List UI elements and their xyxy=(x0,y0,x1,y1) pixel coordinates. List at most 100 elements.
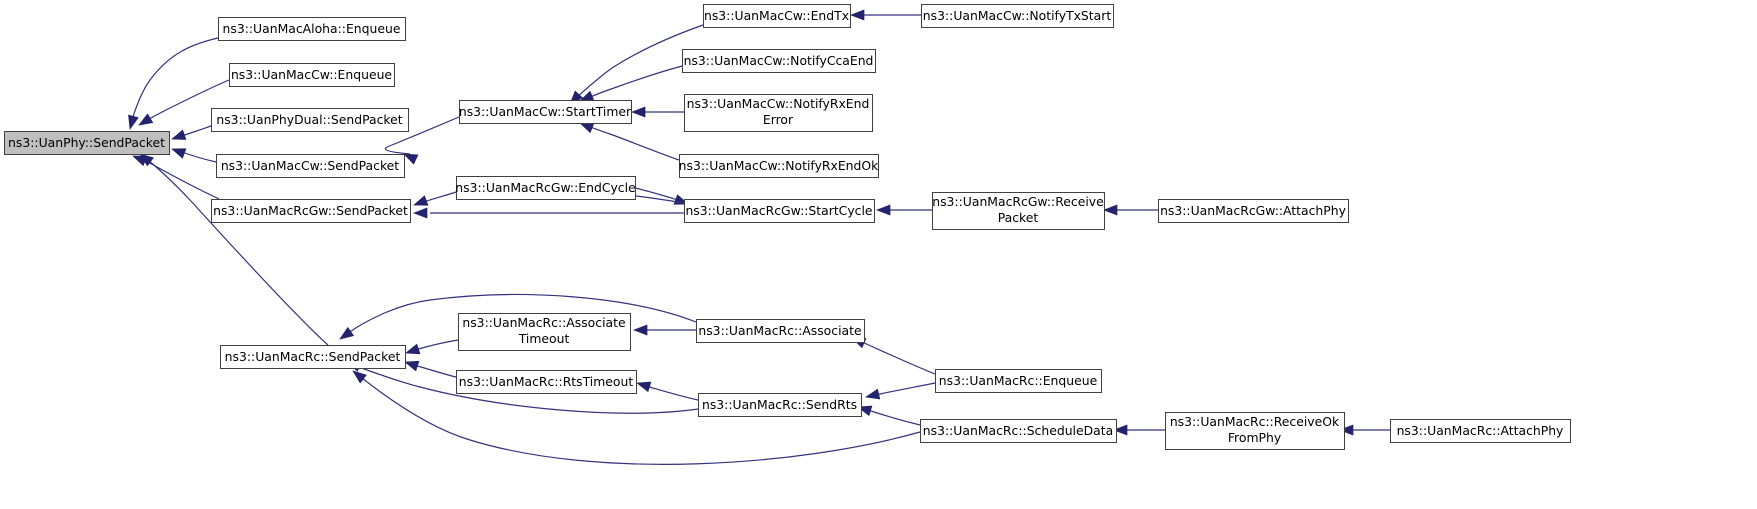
node-label: ns3::UanMacRc::SendRts xyxy=(702,397,857,412)
node-box[interactable] xyxy=(1390,419,1571,443)
edge-line xyxy=(131,37,219,121)
edge-line xyxy=(587,65,683,99)
edge-arrowhead-icon xyxy=(404,360,420,372)
graph-node[interactable]: ns3::UanMacRcGw::AttachPhy xyxy=(1158,199,1349,223)
node-box[interactable] xyxy=(921,4,1114,28)
edge-line xyxy=(587,125,680,161)
node-label-line2: Error xyxy=(763,112,794,127)
node-label-line2: FromPhy xyxy=(1228,430,1281,445)
node-box[interactable] xyxy=(211,199,411,223)
node-box[interactable] xyxy=(935,369,1102,393)
graph-edge xyxy=(634,187,689,205)
node-box[interactable] xyxy=(216,154,405,178)
graph-node[interactable]: ns3::UanMacRc::ScheduleData xyxy=(920,419,1117,443)
node-label: ns3::UanMacRcGw::EndCycle xyxy=(455,180,635,195)
edge-arrowhead-icon xyxy=(352,370,367,384)
graph-edge xyxy=(865,382,936,400)
graph-node[interactable]: ns3::UanPhyDual::SendPacket xyxy=(211,108,409,132)
node-label: ns3::UanPhyDual::SendPacket xyxy=(216,112,402,127)
graph-node[interactable]: ns3::UanMacCw::Enqueue xyxy=(229,63,395,87)
graph-edge xyxy=(1113,424,1165,436)
graph-node[interactable]: ns3::UanMacRc::SendPacket xyxy=(220,345,406,369)
edge-line xyxy=(347,293,697,334)
graph-edge xyxy=(850,9,921,21)
graph-node[interactable]: ns3::UanMacCw::NotifyCcaEnd xyxy=(682,49,876,73)
node-box[interactable] xyxy=(211,108,409,132)
edge-arrowhead-icon xyxy=(339,326,355,340)
node-label: ns3::UanMacCw::SendPacket xyxy=(221,158,399,173)
node-box[interactable] xyxy=(682,49,876,73)
node-box[interactable] xyxy=(456,370,637,394)
edge-line xyxy=(645,385,699,401)
edge-arrowhead-icon xyxy=(171,148,187,159)
edge-line xyxy=(861,341,936,375)
node-label: ns3::UanMacCw::NotifyRxEndOk xyxy=(679,158,879,173)
graph-edge xyxy=(876,204,933,216)
edge-line xyxy=(414,339,459,351)
graph-node[interactable]: ns3::UanMacRcGw::EndCycle xyxy=(455,176,636,200)
graph-node[interactable]: ns3::UanMacCw::SendPacket xyxy=(216,154,405,178)
graph-node[interactable]: ns3::UanMacRc::AttachPhy xyxy=(1390,419,1571,443)
node-box[interactable] xyxy=(1165,412,1345,450)
edge-line xyxy=(384,116,460,155)
node-box[interactable] xyxy=(458,313,631,351)
edge-arrowhead-icon xyxy=(850,9,865,21)
graph-node[interactable]: ns3::UanMacRc::Associate xyxy=(696,319,865,343)
edge-line xyxy=(140,158,220,200)
node-box[interactable] xyxy=(684,199,875,223)
edge-arrowhead-icon xyxy=(171,129,187,140)
graph-node[interactable]: ns3::UanMacRc::Enqueue xyxy=(935,369,1102,393)
graph-node[interactable]: ns3::UanMacRcGw::SendPacket xyxy=(211,199,411,223)
graph-edge xyxy=(413,207,684,219)
node-box[interactable] xyxy=(932,192,1105,230)
edge-arrowhead-icon xyxy=(865,388,881,400)
node-box[interactable] xyxy=(218,17,406,41)
node-box[interactable] xyxy=(703,4,851,28)
graph-edge xyxy=(352,370,921,465)
node-box[interactable] xyxy=(684,94,873,132)
node-box[interactable] xyxy=(1158,199,1349,223)
node-box[interactable] xyxy=(920,419,1117,443)
node-box[interactable] xyxy=(696,319,865,343)
node-box[interactable] xyxy=(456,176,636,200)
graph-edge xyxy=(579,122,680,161)
node-box-current[interactable] xyxy=(4,131,170,155)
graph-node[interactable]: ns3::UanMacCw::NotifyTxStart xyxy=(921,4,1114,28)
edge-line xyxy=(146,79,230,121)
graph-node[interactable]: ns3::UanPhy::SendPacket xyxy=(4,131,170,155)
graph-node[interactable]: ns3::UanMacRc::RtsTimeout xyxy=(456,370,637,394)
node-box[interactable] xyxy=(698,393,862,417)
graph-edge xyxy=(171,148,217,163)
node-box[interactable] xyxy=(220,345,406,369)
graph-edge xyxy=(636,381,699,401)
graph-edge xyxy=(631,106,684,118)
node-box[interactable] xyxy=(229,63,395,87)
graph-edge xyxy=(339,293,697,340)
node-label: ns3::UanMacRc::ScheduleData xyxy=(923,423,1113,438)
node-label: ns3::UanMacRcGw::SendPacket xyxy=(213,203,408,218)
graph-edge xyxy=(171,125,212,140)
graph-node[interactable]: ns3::UanMacRcGw::StartCycle xyxy=(684,199,875,223)
edge-arrowhead-icon xyxy=(631,106,646,118)
graph-edge xyxy=(1103,204,1159,216)
edge-arrowhead-icon xyxy=(128,114,139,130)
graph-edge xyxy=(384,116,460,165)
node-label: ns3::UanMacCw::Enqueue xyxy=(231,67,392,82)
graph-node[interactable]: ns3::UanMacRc::SendRts xyxy=(698,393,862,417)
edges-layer xyxy=(128,9,1390,465)
node-box[interactable] xyxy=(459,100,632,124)
graph-node[interactable]: ns3::UanMacCw::EndTx xyxy=(703,4,851,28)
node-label: ns3::UanMacRc::RtsTimeout xyxy=(459,374,634,389)
node-label: ns3::UanMacCw::StartTimer xyxy=(459,104,632,119)
graph-node[interactable]: ns3::UanMacAloha::Enqueue xyxy=(218,17,406,41)
graph-node[interactable]: ns3::UanMacCw::StartTimer xyxy=(459,100,632,124)
nodes-layer: ns3::UanPhy::SendPacket ns3::UanMacAloha:… xyxy=(4,4,1571,450)
node-box[interactable] xyxy=(679,154,879,178)
graph-node[interactable]: ns3::UanMacCw::NotifyRxEndOk xyxy=(679,154,879,178)
edge-line xyxy=(634,187,679,201)
edge-line xyxy=(355,365,699,414)
